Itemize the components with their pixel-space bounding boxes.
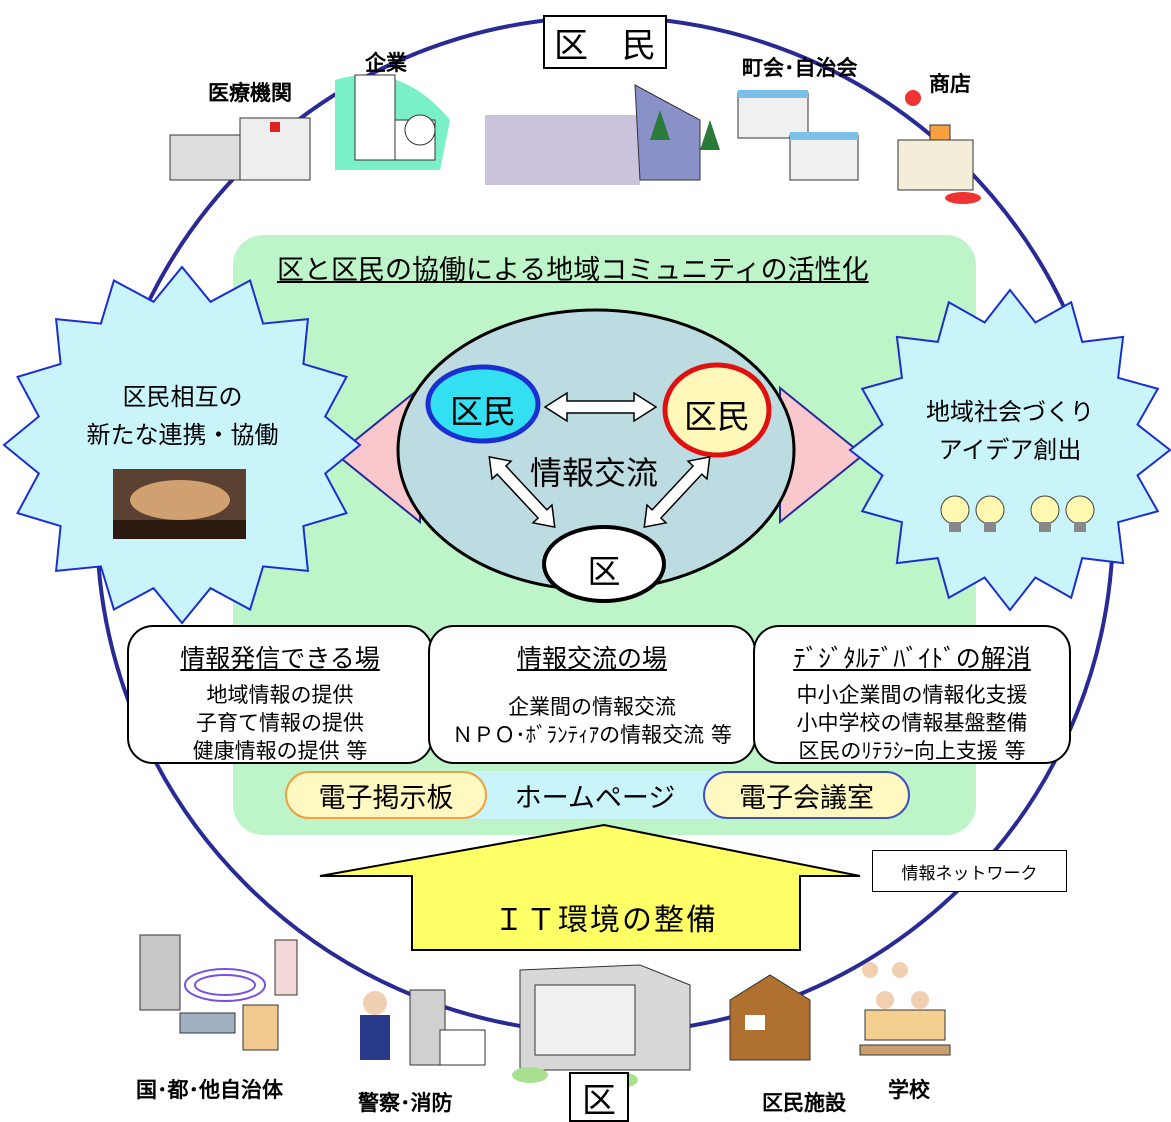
node-resident-right [662, 362, 772, 458]
label-medical-institution: 医療機関 [208, 81, 292, 105]
topic-box-broadcast-title: 情報発信できる場 [180, 644, 380, 673]
bulletin-board-label: 電子掲示板 [318, 782, 454, 814]
ward-office-illustration [512, 964, 691, 1088]
left-burst-text: 区民相互の 新たな連携・協働 [55, 378, 310, 454]
town-association-illustration [737, 90, 859, 181]
bottom-ward-label: 区 [569, 1072, 629, 1122]
homepage-pill: ホームページ [440, 771, 750, 819]
topic-box-exchange-line: 企業間の情報交流 [508, 695, 676, 719]
topic-box-exchange: 情報交流の場 企業間の情報交流 ＮＰＯ･ﾎﾞﾗﾝﾃｨｱの情報交流 等 [428, 625, 756, 764]
label-shop: 商店 [929, 72, 971, 96]
topic-box-broadcast-line: 子育て情報の提供 [196, 711, 364, 735]
right-burst-line2: アイデア創出 [938, 436, 1082, 464]
topic-box-broadcast-line: 健康情報の提供 等 [192, 739, 368, 763]
topic-box-digital-divide-title: ﾃﾞｼﾞﾀﾙﾃﾞﾊﾞｲﾄﾞの解消 [793, 644, 1031, 673]
company-illustration [335, 74, 450, 170]
label-town-association: 町会･自治会 [742, 56, 858, 80]
right-burst-text: 地域社会づくり アイデア創出 [890, 393, 1130, 469]
node-ward-label: 区 [587, 552, 621, 591]
label-government: 国･都･他自治体 [136, 1078, 283, 1102]
left-burst-line1: 区民相互の [122, 383, 243, 411]
topic-box-broadcast-line: 地域情報の提供 [206, 683, 354, 707]
bulletin-board-pill: 電子掲示板 [285, 771, 487, 819]
residents-illustration [485, 84, 720, 185]
topic-box-broadcast: 情報発信できる場 地域情報の提供 子育て情報の提供 健康情報の提供 等 [127, 625, 433, 764]
topic-box-digital-divide-line: 中小企業間の情報化支援 [796, 683, 1028, 707]
node-resident-left [425, 364, 541, 444]
label-company: 企業 [365, 51, 407, 75]
topic-box-digital-divide-line: 区民のﾘﾃﾗｼｰ向上支援 等 [798, 739, 1026, 763]
lightbulb-icons [940, 495, 1095, 532]
left-burst [2, 265, 362, 625]
node-ward [542, 525, 666, 603]
resident-facility-illustration [729, 974, 811, 1061]
label-school: 学校 [888, 1078, 930, 1102]
school-illustration [859, 962, 951, 1056]
topic-box-exchange-title: 情報交流の場 [516, 644, 667, 673]
theme-title: 区と区民の協働による地域コミュニティの活性化 [277, 255, 869, 286]
homepage-label: ホームページ [514, 782, 676, 814]
top-residents-label: 区 民 [543, 15, 667, 69]
arrow-resident-resident [543, 391, 658, 423]
right-burst-line1: 地域社会づくり [926, 398, 1094, 426]
left-burst-line2: 新たな連携・協働 [86, 421, 279, 449]
shop-illustration [897, 90, 981, 204]
info-exchange-label: 情報交流 [530, 454, 659, 492]
hospital-illustration [169, 117, 311, 181]
label-police-fire: 警察･消防 [358, 1091, 453, 1115]
it-environment-arrow [319, 823, 861, 951]
arrow-resident-ward-left [488, 455, 556, 529]
government-illustration [139, 934, 298, 1051]
topic-box-digital-divide-line: 小中学校の情報基盤整備 [796, 711, 1028, 735]
arrow-resident-ward-right [643, 455, 711, 529]
node-resident-left-label: 区民 [450, 392, 516, 431]
node-resident-right-label: 区民 [684, 397, 750, 436]
topic-box-digital-divide: ﾃﾞｼﾞﾀﾙﾃﾞﾊﾞｲﾄﾞの解消 中小企業間の情報化支援 小中学校の情報基盤整備… [753, 625, 1071, 764]
network-label: 情報ネットワーク [872, 850, 1067, 892]
right-burst [848, 288, 1171, 612]
label-resident-facility: 区民施設 [762, 1091, 846, 1115]
it-environment-label: ＩＴ環境の整備 [494, 903, 718, 938]
topic-box-exchange-line: ＮＰＯ･ﾎﾞﾗﾝﾃｨｱの情報交流 等 [452, 723, 732, 747]
conference-room-label: 電子会議室 [739, 782, 874, 814]
conference-room-pill: 電子会議室 [703, 771, 910, 819]
police-fire-illustration [360, 989, 486, 1066]
